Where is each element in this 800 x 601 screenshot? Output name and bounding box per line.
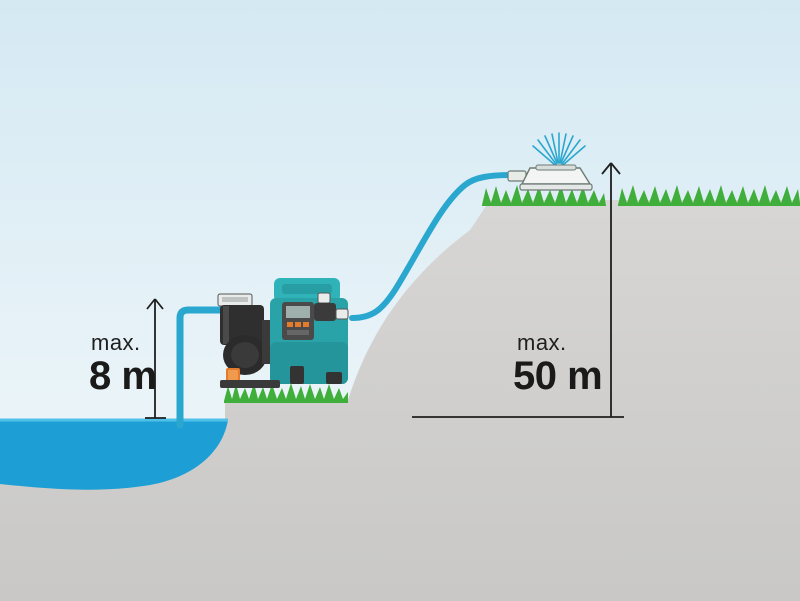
grass-top-right [618, 185, 800, 206]
delivery-height-arrow [412, 162, 624, 418]
sprinkler-icon [507, 132, 593, 191]
delivery-height-value: 50 m [513, 354, 603, 398]
grass-top-left [482, 185, 606, 206]
delivery-hose [349, 172, 515, 321]
water-pond [0, 420, 228, 490]
ground-hill [0, 200, 800, 601]
suction-hose [176, 306, 226, 429]
suction-height-value: 8 m [89, 354, 157, 398]
delivery-height-prefix: max. [517, 330, 567, 355]
up-arrow-icon [145, 298, 166, 419]
suction-height-prefix: max. [91, 330, 141, 355]
pump-icon [217, 278, 349, 388]
